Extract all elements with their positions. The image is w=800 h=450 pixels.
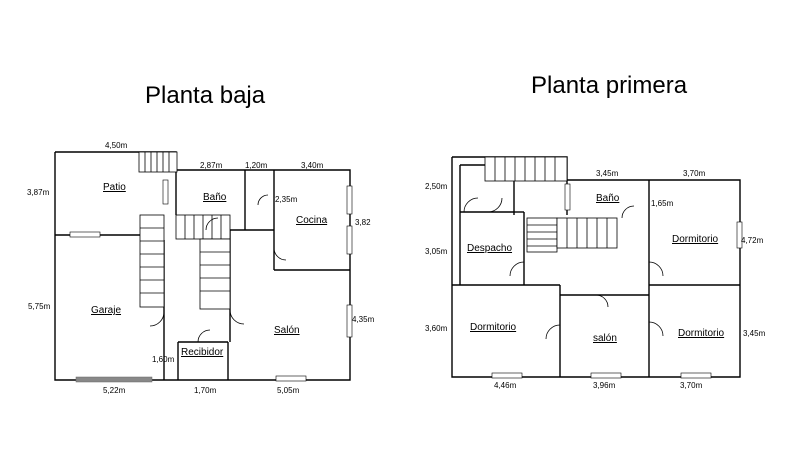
window [69,231,101,238]
stairs [526,217,618,253]
room-label: Despacho [467,243,512,254]
door-swing [509,261,525,277]
dimension-label: 5,05m [277,386,300,395]
window [491,372,523,379]
door-swing [229,309,245,325]
dimension-label: 2,35m [275,195,298,204]
plan-title: Planta primera [531,72,688,99]
door-swing [648,261,664,277]
window [162,179,169,205]
door-swing [149,311,165,327]
dimension-label: 2,50m [425,182,448,191]
room-label: Baño [203,192,227,203]
window [346,225,353,255]
room-label: Dormitorio [678,328,725,339]
door-swing [487,197,503,213]
dimension-label: 1,60m [152,355,175,364]
door-swing [257,194,269,206]
dimension-label: 3,45m [596,169,619,178]
dimension-label: 3,45m [743,329,766,338]
dimension-label: 3,82 [355,218,371,227]
room-label: Baño [596,193,620,204]
dimension-label: 4,72m [741,236,764,245]
dimension-label: 3,87m [27,188,50,197]
dimension-label: 3,70m [683,169,706,178]
room-label: Salón [274,325,300,336]
door-swing [621,205,635,219]
stairs [138,151,178,173]
dimension-label: 1,65m [651,199,674,208]
window [564,183,571,211]
dimension-label: 4,50m [105,141,128,150]
door-swing [545,324,561,340]
dimension-label: 3,40m [301,161,324,170]
dimension-label: 1,20m [245,161,268,170]
dimension-label: 3,05m [425,247,448,256]
dimension-label: 5,22m [103,386,126,395]
dimension-label: 1,70m [194,386,217,395]
dimension-label: 2,87m [200,161,223,170]
room-label: Recibidor [181,347,224,358]
plan-title: Planta baja [145,82,266,109]
door-swing [273,247,287,261]
dimension-label: 3,96m [593,381,616,390]
dimension-label: 5,75m [28,302,51,311]
exterior-wall [451,156,741,378]
window [275,375,307,382]
plan-first-floor: Planta primera [425,72,766,390]
plan-ground-floor: Planta baja [27,82,375,395]
stairs [139,214,231,310]
dimension-label: 3,70m [680,381,703,390]
dimension-label: 4,46m [494,381,517,390]
door-swing [463,197,479,213]
dimension-label: 3,60m [425,324,448,333]
room-label: Dormitorio [672,234,719,245]
door-swing [595,294,609,308]
window [346,185,353,215]
dimension-label: 4,35m [352,315,375,324]
room-label: salón [593,333,617,344]
room-label: Cocina [296,215,328,226]
window [346,304,353,338]
stairs [484,156,568,182]
room-label: Patio [103,182,126,193]
room-label: Dormitorio [470,322,517,333]
door-swing [648,321,664,337]
window [590,372,622,379]
door-swing [205,217,219,231]
garage-door [75,376,153,383]
door-swing [197,329,211,343]
window [680,372,712,379]
room-label: Garaje [91,305,121,316]
window [736,221,743,249]
